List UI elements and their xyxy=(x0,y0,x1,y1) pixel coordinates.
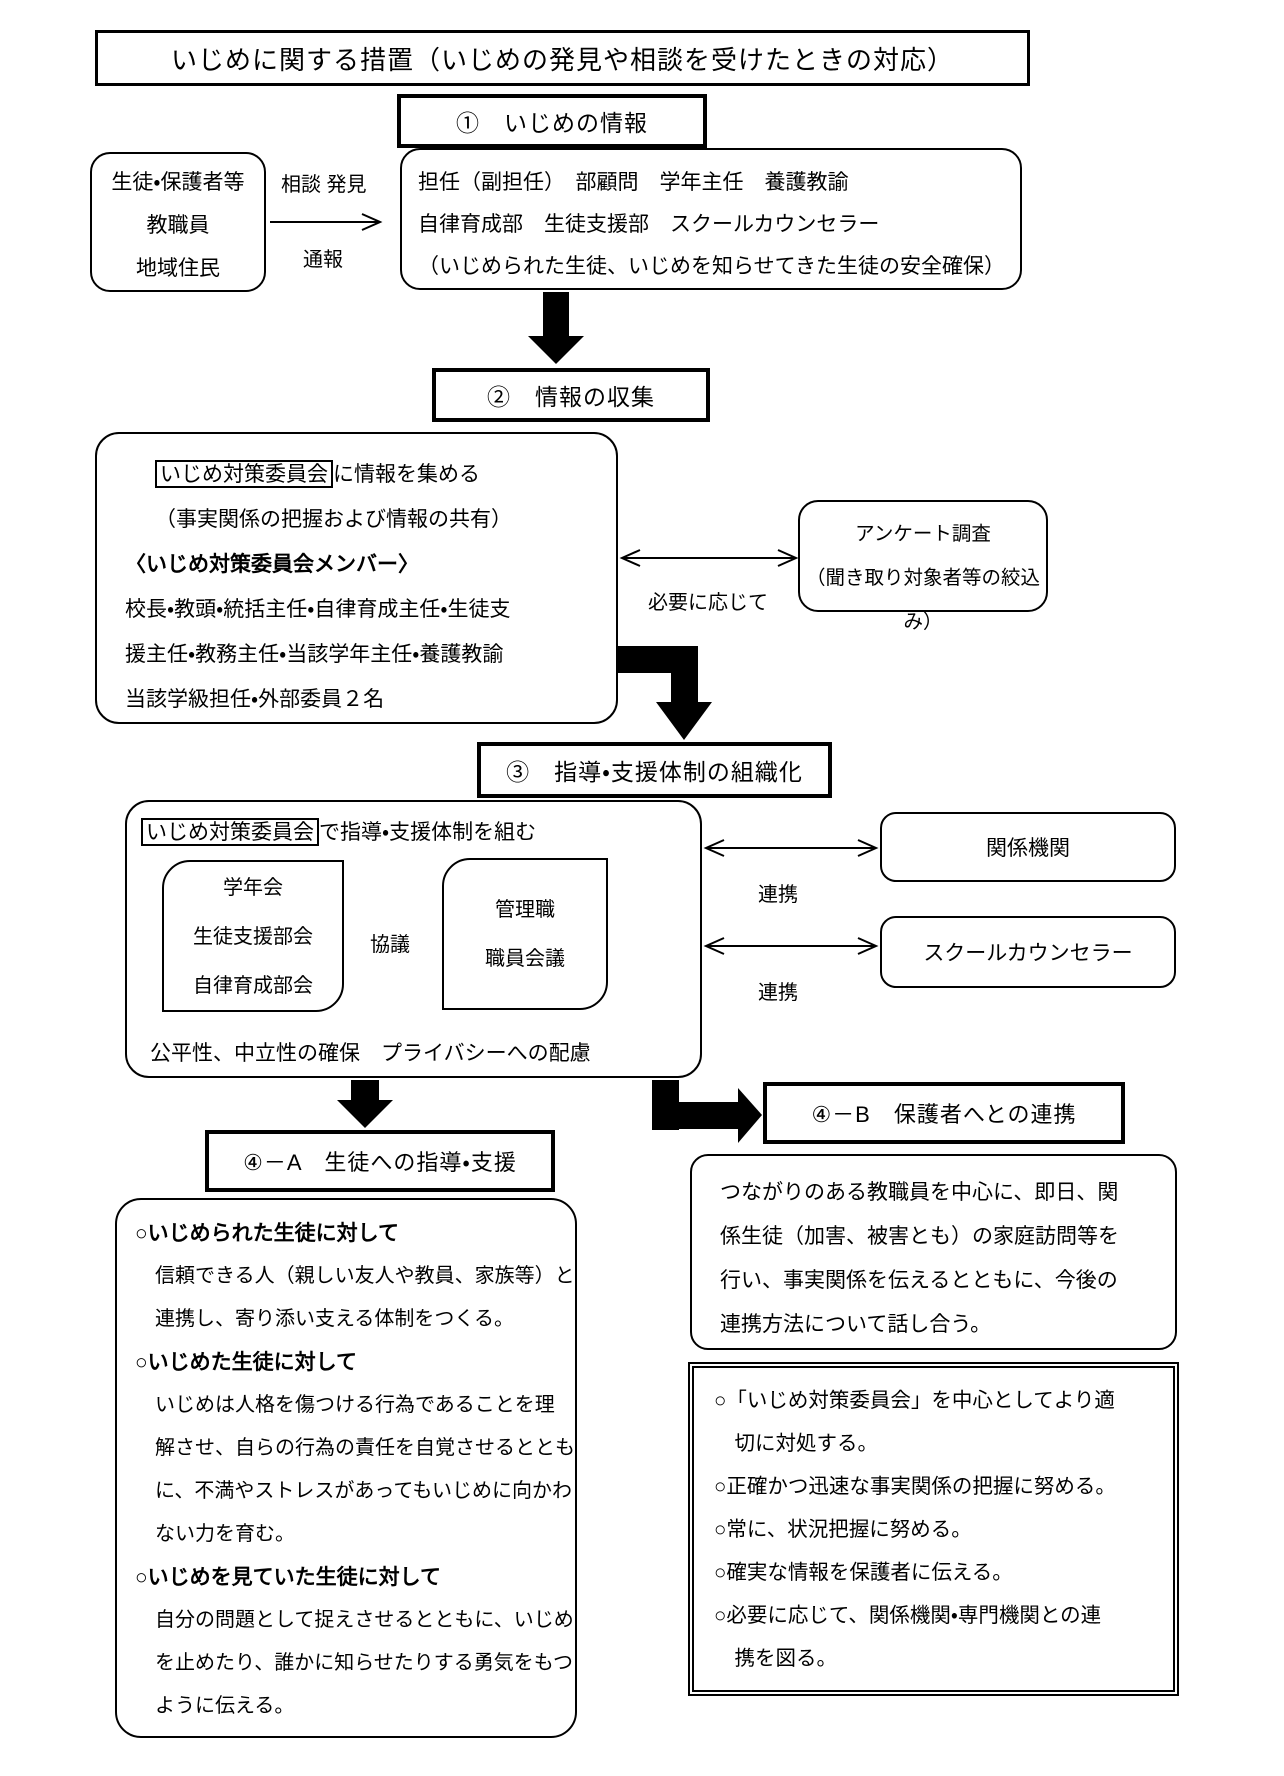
staff-line: （いじめられた生徒、いじめを知らせてきた生徒の安全確保） xyxy=(418,255,1005,278)
info-subline: （事実関係の把握および情報の共有） xyxy=(155,507,512,531)
down-arrow-1 xyxy=(528,292,584,364)
parent-cooperation-box: つながりのある教職員を中心に、即日、関 係生徒（加害、被害とも）の家庭訪問等を … xyxy=(690,1154,1177,1350)
staff-line: 自律育成部 生徒支援部 スクールカウンセラー xyxy=(418,213,880,236)
guidance-body-line: ない力を育む。 xyxy=(155,1523,295,1545)
info-collection-box: いじめ対策委員会に情報を集める （事実関係の把握および情報の共有） 〈いじめ対策… xyxy=(95,432,618,724)
guidance-body-line: 連携し、寄り添い支える体制をつくる。 xyxy=(155,1308,514,1330)
source-line: 生徒・保護者等 xyxy=(111,171,245,194)
group-line: 職員会議 xyxy=(485,948,565,970)
member-line: 校長・教頭・統括主任・自律育成主任・生徒支 xyxy=(125,597,511,621)
source-line: 地域住民 xyxy=(136,257,220,280)
step4b-heading: ④－B 保護者へとの連携 xyxy=(763,1082,1125,1144)
survey-line: （聞き取り対象者等の絞込み） xyxy=(805,568,1040,633)
summary-item: ○正確かつ迅速な事実関係の把握に努める。 xyxy=(714,1476,1116,1498)
summary-item: ○確実な情報を保護者に伝える。 xyxy=(714,1562,1013,1584)
guidance-body-line: 自分の問題として捉えさせるとともに、いじめ xyxy=(155,1609,574,1631)
parent-body-line: 行い、事実関係を伝えるとともに、今後の xyxy=(720,1268,1118,1292)
elbow-arrow-1 xyxy=(618,646,712,740)
source-box: 生徒・保護者等 教職員 地域住民 xyxy=(90,152,266,292)
related-org-box: 関係機関 xyxy=(880,812,1176,882)
counselor-box: スクールカウンセラー xyxy=(880,916,1176,988)
report-arrow-label-top: 相談 発見 xyxy=(281,174,367,196)
summary-item: ○常に、状況把握に努める。 xyxy=(714,1519,972,1541)
step3-heading: ③ 指導・支援体制の組織化 xyxy=(477,742,832,798)
step1-heading: ① いじめの情報 xyxy=(397,94,707,148)
guidance-section-title: ○いじめを見ていた生徒に対して xyxy=(135,1566,442,1589)
committee-boxed-label: いじめ対策委員会 xyxy=(155,460,333,488)
consult-label: 協議 xyxy=(370,934,410,956)
survey-box: アンケート調査 （聞き取り対象者等の絞込み） xyxy=(798,500,1048,633)
as-needed-label: 必要に応じて xyxy=(648,592,768,614)
parent-body-line: 係生徒（加害、被害とも）の家庭訪問等を xyxy=(720,1224,1119,1248)
report-arrow-label-bottom: 通報 xyxy=(303,249,343,271)
guidance-section-title: ○いじめた生徒に対して xyxy=(135,1351,358,1374)
guidance-body-line: 解させ、自らの行為の責任を自覚させるととも xyxy=(155,1437,575,1459)
guidance-body-line: を止めたり、誰かに知らせたりする勇気をもつ xyxy=(155,1652,573,1674)
org-box: いじめ対策委員会で指導・支援体制を組む 学年会 生徒支援部会 自律育成部会 管理… xyxy=(125,800,702,1078)
report-arrow xyxy=(270,213,383,231)
committee-line-rest: で指導・支援体制を組む xyxy=(319,820,537,844)
down-arrow-2 xyxy=(337,1080,393,1128)
summary-item: ○「いじめ対策委員会」を中心としてより適 xyxy=(714,1390,1115,1412)
link-label-1: 連携 xyxy=(758,884,798,906)
link-double-arrow-2 xyxy=(703,937,879,955)
guidance-body-line: に、不満やストレスがあってもいじめに向かわ xyxy=(155,1480,572,1502)
step2-heading: ② 情報の収集 xyxy=(432,368,710,422)
guidance-body-line: ように伝える。 xyxy=(155,1695,295,1717)
parent-body-line: つながりのある教職員を中心に、即日、関 xyxy=(720,1180,1119,1204)
source-line: 教職員 xyxy=(146,214,210,237)
guidance-section-title: ○いじめられた生徒に対して xyxy=(135,1222,400,1245)
guidance-body-line: 信頼できる人（親しい友人や教員、家族等）と xyxy=(155,1265,575,1287)
summary-item: ○必要に応じて、関係機関・専門機関との連 xyxy=(714,1605,1102,1627)
survey-line: アンケート調査 xyxy=(855,524,991,545)
summary-item: 切に対処する。 xyxy=(714,1433,878,1455)
group-line: 学年会 xyxy=(223,877,283,899)
group-line: 生徒支援部会 xyxy=(193,926,313,948)
summary-item: 携を図る。 xyxy=(714,1648,837,1670)
link-double-arrow-1 xyxy=(703,839,879,857)
student-guidance-box: ○いじめられた生徒に対して 信頼できる人（親しい友人や教員、家族等）と 連携し、… xyxy=(115,1198,577,1738)
members-title: 〈いじめ対策委員会メンバー〉 xyxy=(125,553,419,576)
member-line: 当該学級担任・外部委員２名 xyxy=(125,687,385,711)
group-line: 管理職 xyxy=(495,899,555,921)
staff-box: 担任（副担任） 部顧問 学年主任 養護教諭 自律育成部 生徒支援部 スクールカウ… xyxy=(400,148,1022,290)
staff-line: 担任（副担任） 部顧問 学年主任 養護教諭 xyxy=(418,171,849,194)
survey-double-arrow xyxy=(619,549,799,567)
step4a-heading: ④－A 生徒への指導・支援 xyxy=(205,1130,555,1192)
guidance-body-line: いじめは人格を傷つける行為であることを理 xyxy=(155,1394,555,1416)
page-title: いじめに関する措置（いじめの発見や相談を受けたときの対応） xyxy=(95,30,1030,86)
management-box: 管理職 職員会議 xyxy=(442,858,608,1010)
parent-body-line: 連携方法について話し合う。 xyxy=(720,1312,992,1336)
fairness-note: 公平性、中立性の確保 プライバシーへの配慮 xyxy=(150,1041,591,1065)
grade-group-box: 学年会 生徒支援部会 自律育成部会 xyxy=(162,860,344,1012)
link-label-2: 連携 xyxy=(758,982,798,1004)
member-line: 援主任・教務主任・当該学年主任・養護教諭 xyxy=(125,642,504,666)
committee-line-rest: に情報を集める xyxy=(333,462,480,486)
committee-boxed-label: いじめ対策委員会 xyxy=(141,818,319,846)
elbow-arrow-2 xyxy=(652,1080,762,1143)
summary-box: ○「いじめ対策委員会」を中心としてより適 切に対処する。 ○正確かつ迅速な事実関… xyxy=(688,1362,1179,1696)
group-line: 自律育成部会 xyxy=(193,975,313,997)
